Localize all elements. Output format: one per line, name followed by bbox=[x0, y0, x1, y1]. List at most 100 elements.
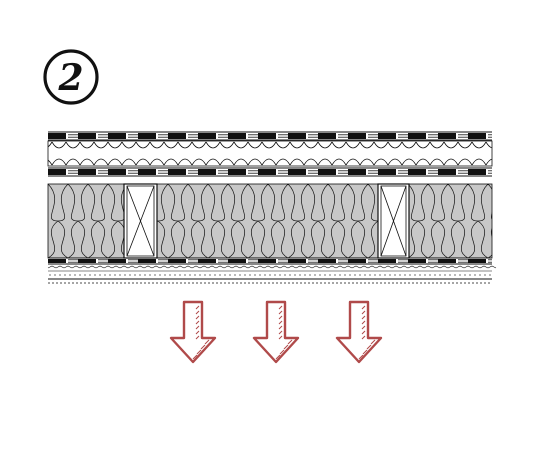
lining-dot bbox=[154, 274, 156, 276]
membrane-dash bbox=[348, 259, 366, 263]
membrane-dash bbox=[318, 169, 336, 175]
membrane-dash bbox=[348, 169, 366, 175]
lining-dot bbox=[424, 274, 426, 276]
middle-membrane-layer bbox=[48, 167, 492, 177]
lining-dot bbox=[204, 274, 206, 276]
membrane-dash bbox=[108, 169, 126, 175]
membrane-dash bbox=[138, 133, 156, 139]
lining-dot bbox=[474, 274, 476, 276]
membrane-dash bbox=[78, 259, 96, 263]
lining-dot bbox=[84, 274, 86, 276]
lining-dot bbox=[279, 274, 281, 276]
lining-dot bbox=[209, 274, 211, 276]
membrane-dash bbox=[408, 133, 426, 139]
membrane-dash bbox=[468, 133, 486, 139]
membrane-dash bbox=[138, 259, 156, 263]
lining-dot bbox=[269, 274, 271, 276]
membrane-dash bbox=[168, 259, 186, 263]
stud-cross bbox=[380, 185, 407, 257]
lining-dot bbox=[239, 274, 241, 276]
lining-dot bbox=[144, 274, 146, 276]
lining-dot bbox=[324, 274, 326, 276]
lining-dot bbox=[429, 274, 431, 276]
mineral-wool-insulation-layer bbox=[47, 183, 493, 259]
down-arrow bbox=[252, 300, 300, 364]
lining-dot bbox=[54, 274, 56, 276]
lining-dot bbox=[134, 274, 136, 276]
lining-dot bbox=[444, 274, 446, 276]
lining-dot bbox=[79, 274, 81, 276]
lining-dot bbox=[414, 274, 416, 276]
lining-dot bbox=[284, 274, 286, 276]
lining-dot bbox=[439, 274, 441, 276]
lining-dot bbox=[379, 274, 381, 276]
lining-dot bbox=[129, 274, 131, 276]
lining-dot bbox=[404, 274, 406, 276]
lining-dot bbox=[194, 274, 196, 276]
membrane-dash bbox=[288, 169, 306, 175]
lining-dot bbox=[469, 274, 471, 276]
lining-dot bbox=[449, 274, 451, 276]
membrane-dash bbox=[138, 169, 156, 175]
membrane-dash bbox=[438, 169, 456, 175]
lining-dot bbox=[124, 274, 126, 276]
membrane-dash bbox=[108, 259, 126, 263]
membrane-dash bbox=[78, 133, 96, 139]
lining-dot bbox=[114, 274, 116, 276]
lining-dot bbox=[244, 274, 246, 276]
membrane-dash bbox=[258, 169, 276, 175]
lining-board-layer bbox=[47, 263, 497, 284]
board-loops bbox=[48, 141, 492, 166]
badge-number: 2 bbox=[57, 57, 83, 99]
lining-dot bbox=[389, 274, 391, 276]
lining-dot bbox=[219, 274, 221, 276]
membrane-dash bbox=[408, 169, 426, 175]
lining-dot bbox=[59, 274, 61, 276]
lining-dot bbox=[369, 274, 371, 276]
lining-dot bbox=[249, 274, 251, 276]
stud-inner bbox=[126, 185, 155, 257]
lining-texture bbox=[47, 265, 497, 269]
lining-dot bbox=[109, 274, 111, 276]
down-arrow bbox=[169, 300, 217, 364]
lining-dot bbox=[299, 274, 301, 276]
membrane-dash bbox=[288, 133, 306, 139]
step-number-badge: 2 bbox=[43, 49, 99, 105]
lining-dot bbox=[274, 274, 276, 276]
lining-dot bbox=[179, 274, 181, 276]
membrane-dash bbox=[228, 133, 246, 139]
lining-dot bbox=[419, 274, 421, 276]
membrane-dash bbox=[198, 259, 216, 263]
lining-dot bbox=[399, 274, 401, 276]
membrane-dash bbox=[48, 259, 66, 263]
lining-dot bbox=[319, 274, 321, 276]
lining-dot bbox=[344, 274, 346, 276]
lining-dot bbox=[159, 274, 161, 276]
lining-dot bbox=[349, 274, 351, 276]
lining-dot bbox=[74, 274, 76, 276]
membrane-dash bbox=[378, 259, 396, 263]
lining-dot bbox=[89, 274, 91, 276]
down-arrow bbox=[335, 300, 383, 364]
lining-dot bbox=[119, 274, 121, 276]
arrow-outline bbox=[252, 300, 300, 364]
lining-dot bbox=[489, 274, 491, 276]
heat-flow-arrows bbox=[169, 300, 383, 364]
lining-dot bbox=[94, 274, 96, 276]
lining-dot bbox=[189, 274, 191, 276]
membrane-dash bbox=[198, 133, 216, 139]
lining-dot bbox=[149, 274, 151, 276]
membrane-dash bbox=[258, 259, 276, 263]
lining-dot bbox=[364, 274, 366, 276]
lining-dot bbox=[99, 274, 101, 276]
membrane-dash bbox=[48, 169, 66, 175]
lining-dot bbox=[459, 274, 461, 276]
lining-dot bbox=[484, 274, 486, 276]
lining-dot bbox=[224, 274, 226, 276]
membrane-dash bbox=[438, 259, 456, 263]
lining-dot bbox=[479, 274, 481, 276]
lining-dot bbox=[69, 274, 71, 276]
membrane-dash bbox=[228, 259, 246, 263]
membrane-dash bbox=[378, 133, 396, 139]
lining-dot bbox=[464, 274, 466, 276]
